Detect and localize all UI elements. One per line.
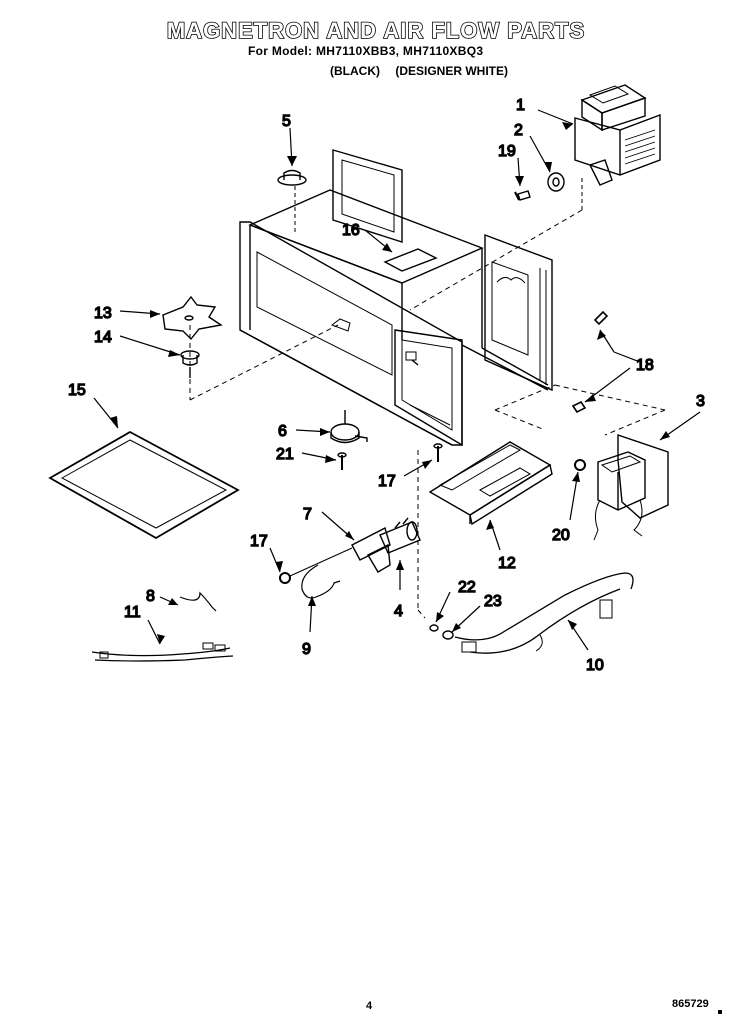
part-11-harness bbox=[91, 642, 234, 662]
variant-black: (BLACK) bbox=[330, 64, 380, 78]
part-23-washer bbox=[442, 630, 454, 640]
callout-11: 11 bbox=[124, 604, 141, 621]
callout-16: 16 bbox=[342, 222, 360, 239]
part-17-screw-lower bbox=[279, 547, 353, 584]
part-3-transformer bbox=[593, 434, 669, 541]
callout-22: 22 bbox=[458, 579, 476, 596]
callout-1: 1 bbox=[516, 97, 525, 114]
part-4-capacitor bbox=[379, 517, 421, 554]
callout-numbers: 1 2 19 5 16 13 14 18 15 18 3 6 21 17 20 … bbox=[67, 96, 705, 674]
part-12-bracket bbox=[428, 441, 553, 526]
part-7-diode bbox=[351, 526, 391, 573]
variant-white: (DESIGNER WHITE) bbox=[395, 64, 509, 78]
part-10-harness bbox=[454, 572, 634, 654]
dashed-guides bbox=[189, 209, 666, 619]
callout-2: 2 bbox=[514, 122, 523, 139]
callout-3: 3 bbox=[696, 393, 705, 410]
page-title: MAGNETRON AND AIR FLOW PARTS bbox=[166, 17, 586, 44]
callout-6: 6 bbox=[278, 423, 287, 440]
cavity-frame-drawing bbox=[239, 149, 553, 447]
model-line: For Model: MH7110XBB3, MH7110XBQ3 bbox=[248, 44, 484, 58]
callout-9: 9 bbox=[302, 641, 311, 658]
part-6-motor bbox=[330, 410, 368, 444]
arrowheads bbox=[110, 122, 670, 644]
document-number: 865729 bbox=[672, 998, 709, 1010]
part-14-shaft bbox=[180, 350, 200, 378]
part-9-harness bbox=[301, 564, 341, 599]
variant-line: (BLACK) (DESIGNER WHITE) bbox=[330, 64, 520, 78]
part-19-screw bbox=[514, 190, 531, 201]
callout-20: 20 bbox=[552, 527, 570, 544]
callout-12: 12 bbox=[498, 555, 516, 572]
callout-10: 10 bbox=[586, 657, 604, 674]
part-18-screws bbox=[571, 310, 609, 414]
callout-14: 14 bbox=[94, 329, 112, 346]
part-5-cutout bbox=[277, 169, 307, 235]
part-8-wire bbox=[179, 591, 217, 612]
callout-18: 18 bbox=[636, 357, 654, 374]
part-20-screw bbox=[574, 459, 586, 471]
callout-17-upper: 17 bbox=[378, 473, 396, 490]
part-17-screw-upper bbox=[433, 443, 443, 462]
part-2-gasket bbox=[547, 172, 565, 192]
part-21-screw bbox=[337, 452, 347, 470]
callout-8: 8 bbox=[146, 588, 155, 605]
callout-7: 7 bbox=[303, 506, 312, 523]
page-number: 4 bbox=[366, 1000, 373, 1012]
part-16-pad bbox=[383, 248, 438, 272]
callout-5: 5 bbox=[282, 113, 291, 130]
callout-21: 21 bbox=[276, 446, 294, 463]
callout-23: 23 bbox=[484, 593, 502, 610]
part-22-washer bbox=[429, 624, 439, 632]
doc-dot-mark bbox=[718, 1010, 722, 1014]
callout-17-lower: 17 bbox=[250, 533, 268, 550]
part-1-magnetron bbox=[574, 84, 661, 210]
callout-13: 13 bbox=[94, 305, 112, 322]
part-13-stirrer bbox=[162, 295, 223, 341]
callout-15: 15 bbox=[68, 382, 86, 399]
part-15-tray bbox=[48, 430, 240, 540]
callout-4: 4 bbox=[394, 603, 403, 620]
callout-19: 19 bbox=[498, 143, 516, 160]
